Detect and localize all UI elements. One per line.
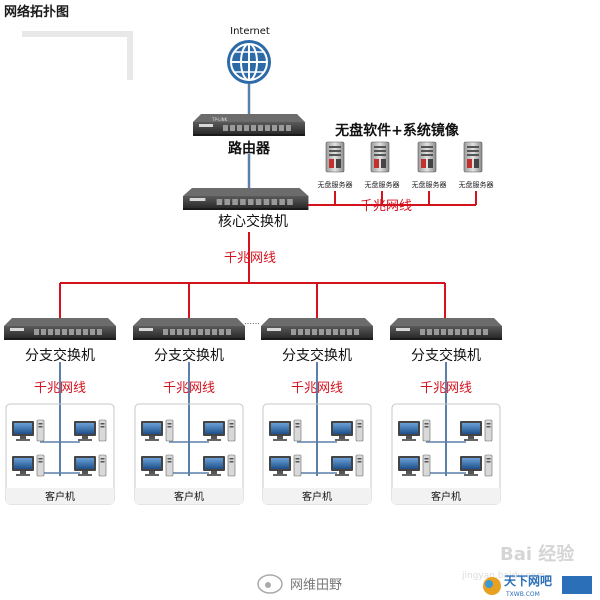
branch-2: 分支交换机 千兆网线 客户机 [133,318,245,505]
site-watermark: 天下网吧 TXWB.COM [483,574,592,598]
internet-label: Internet [230,26,270,37]
core-switch-device [183,188,309,210]
client-group-label: 客户机 [302,490,332,503]
client-group-footer [135,488,243,504]
client-pc [202,419,236,442]
branch-1: 分支交换机 千兆网线 客户机 [4,318,116,505]
server-label: 无盘服务器 [412,180,447,189]
client-links [40,441,80,474]
client-links [297,441,337,474]
server-gigabit-links [308,191,477,206]
branch-4: 分支交换机 千兆网线 客户机 [390,318,502,505]
site-badge [562,576,592,594]
page-title: 网络拓扑图 [4,4,69,20]
branch-link-label: 千兆网线 [163,381,215,396]
client-group-footer [6,488,114,504]
diskless-server-3: 无盘服务器 [412,141,447,189]
client-pc [397,419,431,442]
server-link-label: 千兆网线 [360,199,412,214]
branch-switch-label: 分支交换机 [154,347,224,364]
client-group-label: 客户机 [45,490,75,503]
baidu-watermark: Bai 经验 jingyan.baidu.com [461,543,575,581]
client-group-label: 客户机 [431,490,461,503]
client-pc [459,419,493,442]
diskless-server-2: 无盘服务器 [365,141,400,189]
baidu-watermark-url: jingyan.baidu.com [461,571,545,581]
trunk-gigabit-links [59,232,446,318]
client-pc [140,419,174,442]
server-label: 无盘服务器 [459,180,494,189]
client-pc [11,454,45,477]
branch-link-label: 千兆网线 [34,381,86,396]
client-pc [11,419,45,442]
client-group-label: 客户机 [174,490,204,503]
router-brand: TP-LINK [211,117,228,122]
branch-switch-label: 分支交换机 [282,347,352,364]
core-switch-label: 核心交换机 [218,213,288,230]
server-label: 无盘服务器 [318,180,353,189]
branch-switch-label: 分支交换机 [25,347,95,364]
title-corner-decoration [22,31,133,80]
trunk-link-label: 千兆网线 [224,251,276,266]
globe-icon [227,40,271,84]
client-pc [268,454,302,477]
server-label: 无盘服务器 [365,180,400,189]
branch-switch-label: 分支交换机 [411,347,481,364]
client-links [169,441,209,474]
site-watermark-text: 天下网吧 [504,574,552,588]
branch-link-label: 千兆网线 [420,381,472,396]
client-group-footer [263,488,371,504]
router-device: TP-LINK [193,114,305,136]
client-links [426,441,466,474]
baidu-watermark-text: Bai 经验 [500,543,575,565]
client-pc [140,454,174,477]
weibo-watermark: 网维田野 [257,574,342,594]
diskless-server-1: 无盘服务器 [318,141,353,189]
client-pc [330,419,364,442]
more-branches-ellipsis: …… [244,317,260,326]
client-pc [268,419,302,442]
branch-3: 分支交换机 千兆网线 客户机 [261,318,373,505]
site-watermark-url: TXWB.COM [505,591,540,598]
diskless-server-4: 无盘服务器 [459,141,494,189]
weibo-watermark-text: 网维田野 [290,578,342,593]
weibo-icon [257,574,283,594]
client-pc [73,419,107,442]
client-pc [397,454,431,477]
server-group-heading: 无盘软件+系统镜像 [334,122,460,139]
router-label: 路由器 [228,140,271,157]
client-group-footer [392,488,500,504]
branch-link-label: 千兆网线 [291,381,343,396]
